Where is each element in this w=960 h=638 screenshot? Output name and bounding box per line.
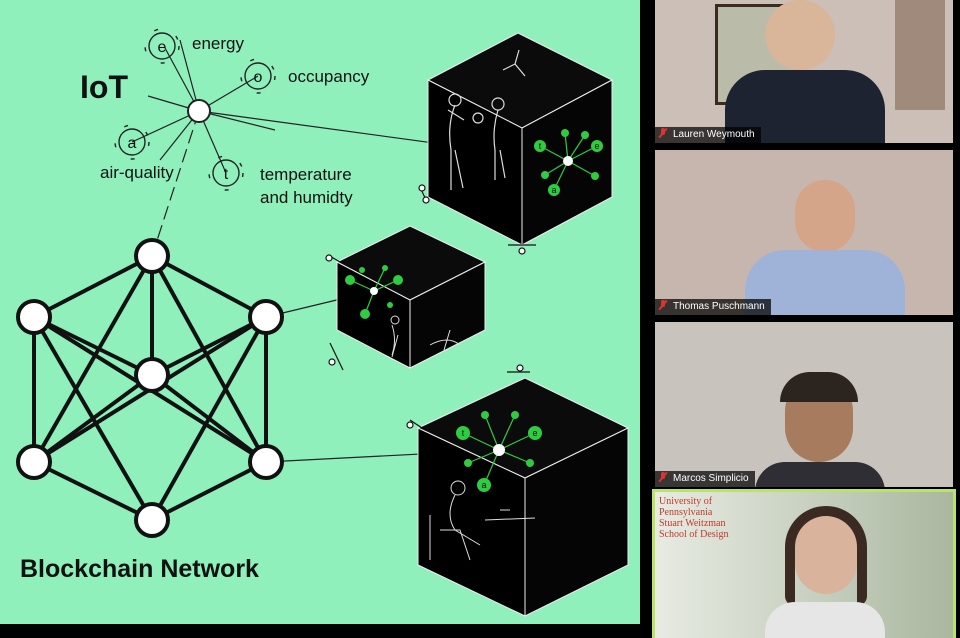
sensor-label-energy: energy [192, 34, 244, 53]
participant-name: Thomas Puschmann [673, 301, 765, 312]
sensor-label-occupancy: occupancy [288, 67, 370, 86]
sensor-t-letter: t [224, 166, 229, 183]
participant-1-face [765, 0, 835, 70]
participant-name-tag: Lauren Weymouth [655, 127, 761, 143]
sensor-a-letter: a [128, 135, 137, 152]
sensor-o-letter: o [254, 69, 263, 86]
cube1-letter-t: t [539, 141, 542, 151]
slide-graphic: e o a t energy occupancy air-quality tem… [16, 28, 630, 617]
building-cube-2 [335, 225, 487, 369]
building-cube-3 [416, 377, 630, 617]
participant-tile-1[interactable]: Lauren Weymouth [655, 0, 953, 143]
participant-3-body [755, 462, 885, 487]
sensor-label-humidity: and humidty [260, 188, 353, 207]
participant-tile-3[interactable]: Marcos Simplicio [655, 322, 953, 487]
participant-tile-4-active-speaker[interactable]: University of Pennsylvania Stuart Weitzm… [652, 489, 956, 638]
mic-muted-icon [659, 300, 667, 310]
sensor-label-temperature: temperature [260, 165, 352, 184]
cube3-letter-a: a [481, 480, 486, 490]
sensor-label-air-quality: air-quality [100, 163, 174, 182]
cube3-letter-t: t [462, 428, 465, 438]
cube1-letter-a: a [551, 185, 556, 195]
building-cube-1 [426, 32, 614, 246]
cube3-letter-e: e [532, 428, 537, 438]
mic-muted-icon [659, 128, 667, 138]
participant-3-hair [780, 372, 858, 402]
iot-title: IoT [80, 69, 128, 105]
participant-2-body [745, 250, 905, 315]
participant-tile-2[interactable]: Thomas Puschmann [655, 150, 953, 315]
participant-name-tag: Marcos Simplicio [655, 471, 755, 487]
participant-name: Lauren Weymouth [673, 129, 755, 140]
participant-4-hair [785, 506, 867, 606]
blockchain-title: Blockchain Network [20, 555, 259, 583]
sensor-e-letter: e [158, 39, 167, 56]
upenn-logo-text: University of Pennsylvania Stuart Weitzm… [659, 496, 729, 540]
participant-4-body [765, 602, 885, 638]
participant-name-tag: Thomas Puschmann [655, 299, 771, 315]
cube1-letter-e: e [594, 141, 599, 151]
bookshelf [895, 0, 945, 110]
participant-name: Marcos Simplicio [673, 473, 749, 484]
mic-muted-icon [659, 472, 667, 482]
shared-slide: e o a t energy occupancy air-quality tem… [0, 0, 640, 624]
participant-2-face [795, 180, 855, 252]
